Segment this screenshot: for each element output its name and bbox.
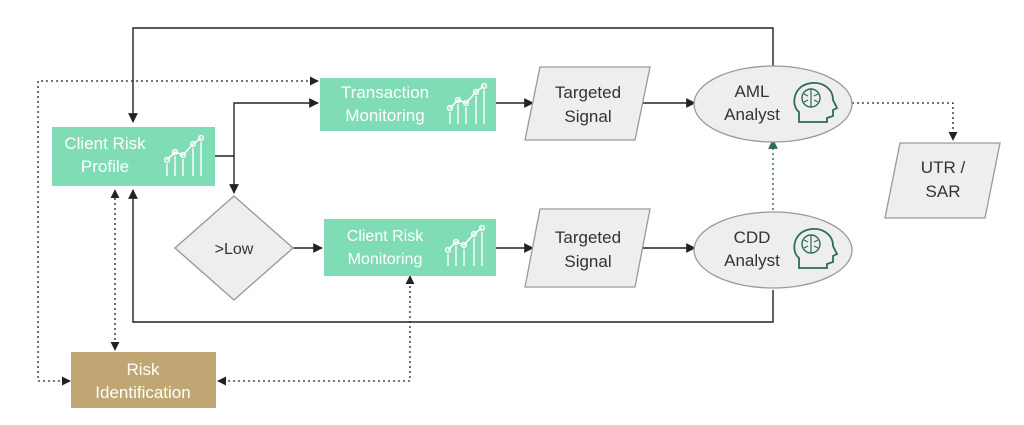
aml-analyst-label-2: Analyst xyxy=(724,105,780,124)
cdd-analyst-label-1: CDD xyxy=(734,228,771,247)
dotted-arrow-risk-crm xyxy=(217,275,415,386)
risk-identification-box: Risk Identification xyxy=(71,352,216,408)
aml-analyst-label-1: AML xyxy=(735,82,770,101)
utr-sar-label-1: UTR / xyxy=(921,158,966,177)
targeted-signal-top: Targeted Signal xyxy=(524,66,651,141)
decision-label: >Low xyxy=(215,241,254,258)
targeted-signal-top-label-2: Signal xyxy=(564,107,611,126)
utr-sar-label-2: SAR xyxy=(926,182,961,201)
risk-identification-label-1: Risk xyxy=(126,360,160,379)
client-risk-profile-label-1: Client Risk xyxy=(64,134,146,153)
client-risk-profile-box: Client Risk Profile xyxy=(52,127,215,186)
client-risk-monitoring-box: Client Risk Monitoring xyxy=(324,219,496,276)
arrow-to-transaction-monitoring xyxy=(233,98,319,156)
transaction-monitoring-box: Transaction Monitoring xyxy=(320,78,496,131)
targeted-signal-bottom: Targeted Signal xyxy=(524,208,651,288)
client-risk-monitoring-label-1: Client Risk xyxy=(347,228,424,245)
targeted-signal-top-label-1: Targeted xyxy=(555,83,621,102)
feedback-arrow-aml-to-profile xyxy=(128,27,774,123)
client-risk-monitoring-label-2: Monitoring xyxy=(348,251,423,268)
targeted-signal-bottom-label-1: Targeted xyxy=(555,228,621,247)
cdd-analyst-label-2: Analyst xyxy=(724,251,780,270)
targeted-signal-bottom-label-2: Signal xyxy=(564,252,611,271)
risk-identification-label-2: Identification xyxy=(95,383,190,402)
dotted-arrow-aml-to-utr xyxy=(852,102,958,141)
transaction-monitoring-label-1: Transaction xyxy=(341,83,429,102)
client-risk-profile-label-2: Profile xyxy=(81,157,129,176)
utr-sar-node: UTR / SAR xyxy=(884,142,1001,219)
cdd-analyst-node: CDD Analyst xyxy=(693,211,853,289)
transaction-monitoring-label-2: Monitoring xyxy=(345,106,424,125)
dotted-arrow-risk-to-tm xyxy=(37,76,319,386)
decision-diamond: >Low xyxy=(173,195,295,301)
aml-analyst-node: AML Analyst xyxy=(693,65,853,143)
